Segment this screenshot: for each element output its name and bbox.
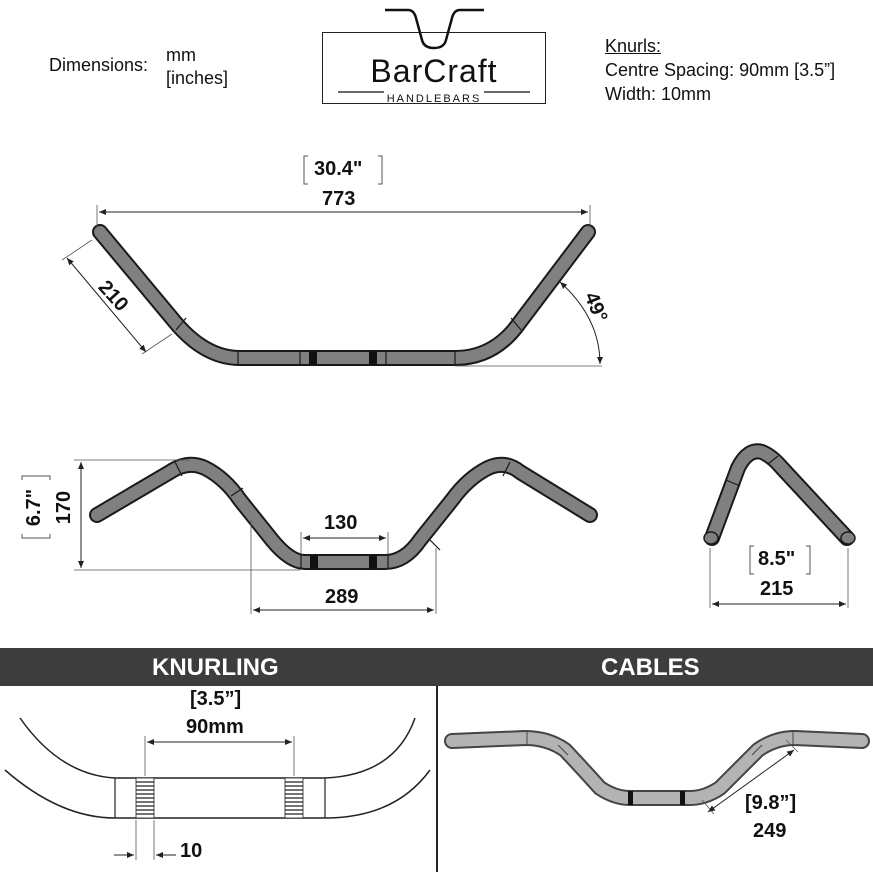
knurl-spacing-mm: 90mm — [186, 716, 244, 738]
knurling-detail — [4, 717, 431, 860]
top-rise-dimension — [61, 239, 173, 355]
side-pullback-mm: 215 — [760, 578, 794, 600]
knurl-right — [284, 777, 304, 819]
cable-length-inches: [9.8”] — [745, 792, 797, 814]
top-width-dimension — [96, 155, 591, 228]
front-base-mm: 289 — [325, 586, 359, 608]
knurl-width: 10 — [180, 840, 203, 862]
side-pullback-dimension — [709, 545, 849, 608]
knurling-title: KNURLING — [152, 654, 279, 681]
knurls-spacing: Centre Spacing: 90mm [3.5”] — [605, 60, 836, 80]
cables-bar — [444, 730, 870, 815]
top-width-mm: 773 — [322, 188, 356, 210]
brand-subtitle: HANDLEBARS — [386, 93, 482, 105]
brand-name: BarCraft — [370, 53, 498, 89]
front-base-dimension — [250, 520, 437, 614]
knurl-left — [135, 777, 155, 819]
unit-inches: [inches] — [166, 68, 229, 88]
top-angle-dimension — [455, 281, 603, 367]
top-view-bar — [92, 224, 596, 366]
front-view-bar — [89, 456, 598, 570]
front-height-inches: 6.7" — [23, 488, 46, 527]
front-center-mm: 130 — [324, 512, 358, 534]
front-height-mm: 170 — [53, 490, 76, 525]
knurls-title: Knurls: — [605, 36, 662, 56]
front-height-dimension — [21, 459, 300, 571]
section-band — [0, 648, 873, 686]
knurls-width: Width: 10mm — [605, 84, 712, 104]
unit-mm: mm — [166, 45, 196, 65]
top-width-inches: 30.4" — [314, 158, 363, 180]
front-center-dimension — [300, 532, 389, 554]
dimensions-label: Dimensions: — [49, 55, 149, 75]
cable-length-mm: 249 — [753, 820, 787, 842]
side-view-bar — [703, 443, 856, 546]
side-pullback-inches: 8.5" — [758, 548, 796, 570]
knurl-spacing-inches: [3.5”] — [190, 688, 242, 710]
cables-title: CABLES — [601, 654, 700, 681]
